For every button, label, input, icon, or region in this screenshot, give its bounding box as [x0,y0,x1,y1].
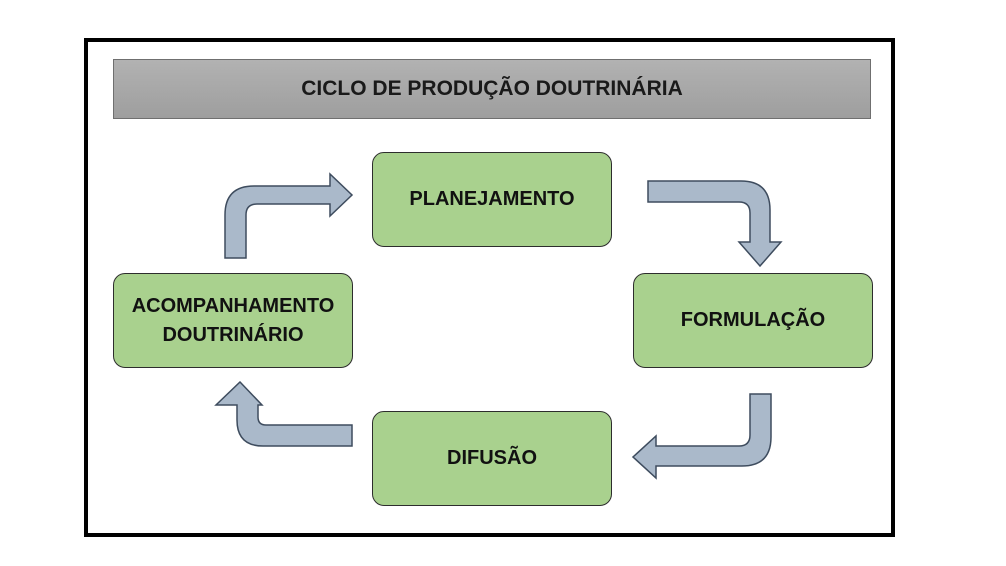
node-formulacao: FORMULAÇÃO [633,273,873,368]
node-acompanhamento: ACOMPANHAMENTO DOUTRINÁRIO [113,273,353,368]
arrow-planejamento-to-formulacao [647,180,783,268]
arrow-difusao-to-acompanhamento [214,380,353,447]
arrow-formulacao-to-difusao [631,393,772,480]
node-planejamento: PLANEJAMENTO [372,152,612,247]
node-difusao: DIFUSÃO [372,411,612,506]
arrow-acompanhamento-to-planejamento [224,172,354,259]
diagram-title: CICLO DE PRODUÇÃO DOUTRINÁRIA [113,59,871,119]
